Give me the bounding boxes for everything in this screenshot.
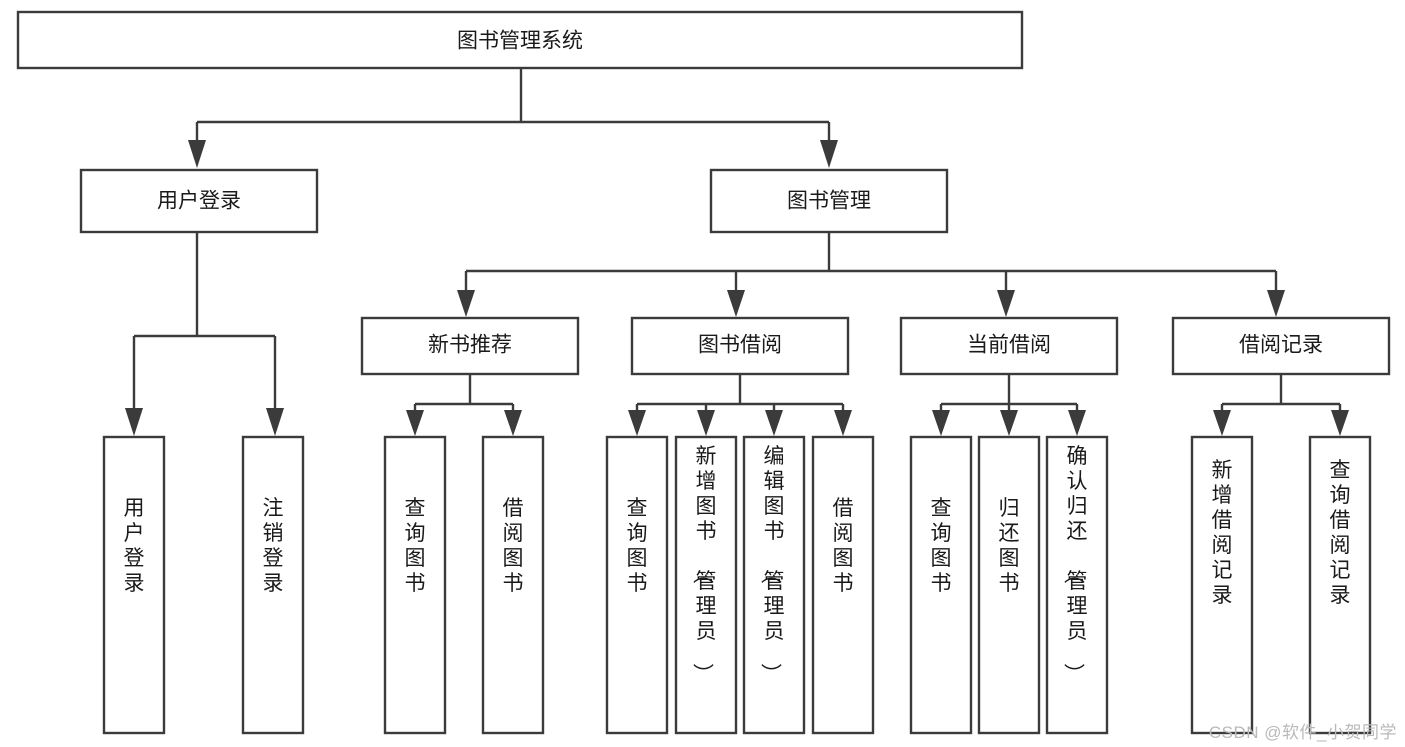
node-leaf-return-book-box[interactable] xyxy=(977,435,1041,735)
node-leaf-borrow-book-1-label: 借阅图书 xyxy=(503,497,524,595)
arrow-head-book-management xyxy=(820,140,838,168)
node-root[interactable]: 图书管理系统 xyxy=(16,10,1024,70)
node-current-borrow[interactable]: 当前借阅 xyxy=(899,316,1119,376)
node-leaf-query-book-2[interactable]: 查询图书 xyxy=(605,435,669,735)
arrow-head-user-login xyxy=(188,140,206,168)
connector-group-book-management xyxy=(457,232,1285,317)
node-leaf-edit-book-box[interactable] xyxy=(742,435,806,735)
node-leaf-confirm-return[interactable]: 确认归还（管理员） xyxy=(1045,435,1109,735)
node-leaf-add-book-box[interactable] xyxy=(674,435,738,735)
node-leaf-query-book-1-box[interactable] xyxy=(383,435,447,735)
node-user-login[interactable]: 用户登录 xyxy=(79,168,319,234)
node-leaf-user-login-box[interactable] xyxy=(102,435,166,735)
connector-group-user-login xyxy=(125,232,284,436)
node-leaf-add-record[interactable]: 新增借阅记录 xyxy=(1190,435,1254,735)
node-leaf-add-book-label: 新增图书（管理员） xyxy=(691,445,717,684)
node-new-book-recommend[interactable]: 新书推荐 xyxy=(360,316,580,376)
node-user-login-label: 用户登录 xyxy=(157,190,241,213)
node-new-book-recommend-label: 新书推荐 xyxy=(428,334,512,357)
arrow-head-leaf-confirm-return xyxy=(1068,410,1086,436)
node-leaf-borrow-book-2-label: 借阅图书 xyxy=(833,497,854,595)
node-leaf-add-record-box[interactable] xyxy=(1190,435,1254,735)
node-book-management-label: 图书管理 xyxy=(787,190,871,213)
arrow-head-new-book-recommend xyxy=(457,290,475,317)
arrow-head-book-borrow xyxy=(727,290,745,317)
node-user-login-box[interactable] xyxy=(79,168,319,234)
node-leaf-query-book-2-box[interactable] xyxy=(605,435,669,735)
node-leaf-query-book-1-label: 查询图书 xyxy=(405,497,426,595)
node-book-borrow-box[interactable] xyxy=(630,316,850,376)
arrow-head-leaf-user-login xyxy=(125,408,143,436)
arrow-head-leaf-return-book xyxy=(1000,410,1018,436)
node-borrow-record[interactable]: 借阅记录 xyxy=(1171,316,1391,376)
node-leaf-query-record-box[interactable] xyxy=(1308,435,1372,735)
connector-group-root xyxy=(188,68,838,168)
node-leaf-confirm-return-box[interactable] xyxy=(1045,435,1109,735)
node-leaf-query-book-3[interactable]: 查询图书 xyxy=(909,435,973,735)
node-leaf-borrow-book-1[interactable]: 借阅图书 xyxy=(481,435,545,735)
node-leaf-edit-book[interactable]: 编辑图书（管理员） xyxy=(742,435,806,735)
connector-group-current-borrow xyxy=(932,374,1086,436)
node-new-book-recommend-box[interactable] xyxy=(360,316,580,376)
arrow-head-leaf-borrow-book-1 xyxy=(504,410,522,436)
node-root-box[interactable] xyxy=(16,10,1024,70)
node-leaf-user-login-label: 用户登录 xyxy=(124,497,145,595)
node-root-label: 图书管理系统 xyxy=(457,30,583,53)
node-book-borrow[interactable]: 图书借阅 xyxy=(630,316,850,376)
node-borrow-record-box[interactable] xyxy=(1171,316,1391,376)
node-leaf-user-login[interactable]: 用户登录 xyxy=(102,435,166,735)
csdn-watermark: CSDN @软件_小贺同学 xyxy=(1208,723,1397,742)
node-leaf-user-logout[interactable]: 注销登录 xyxy=(241,435,305,735)
node-leaf-query-book-3-label: 查询图书 xyxy=(931,497,952,595)
node-leaf-add-record-label: 新增借阅记录 xyxy=(1212,459,1233,607)
arrow-head-leaf-query-record xyxy=(1331,410,1349,436)
node-book-management[interactable]: 图书管理 xyxy=(709,168,949,234)
arrow-head-leaf-add-book xyxy=(697,410,715,436)
node-leaf-query-book-2-label: 查询图书 xyxy=(627,497,648,595)
node-leaf-return-book[interactable]: 归还图书 xyxy=(977,435,1041,735)
node-leaf-query-record[interactable]: 查询借阅记录 xyxy=(1308,435,1372,735)
node-book-management-box[interactable] xyxy=(709,168,949,234)
connector-group-new-book-recommend xyxy=(406,374,522,436)
connector-group-borrow-record xyxy=(1213,374,1349,436)
connector-group-book-borrow xyxy=(628,374,852,436)
arrow-head-leaf-query-book-2 xyxy=(628,410,646,436)
arrow-head-leaf-query-book-1 xyxy=(406,410,424,436)
arrow-head-leaf-borrow-book-2 xyxy=(834,410,852,436)
arrow-head-current-borrow xyxy=(997,290,1015,317)
node-leaf-add-book[interactable]: 新增图书（管理员） xyxy=(674,435,738,735)
node-leaf-user-logout-box[interactable] xyxy=(241,435,305,735)
node-leaf-query-book-1[interactable]: 查询图书 xyxy=(383,435,447,735)
node-leaf-edit-book-label: 编辑图书（管理员） xyxy=(759,445,785,684)
node-borrow-record-label: 借阅记录 xyxy=(1239,334,1323,357)
node-book-borrow-label: 图书借阅 xyxy=(698,334,782,357)
node-leaf-user-logout-label: 注销登录 xyxy=(263,497,284,595)
arrow-head-leaf-user-logout xyxy=(266,408,284,436)
node-leaf-borrow-book-1-box[interactable] xyxy=(481,435,545,735)
node-current-borrow-box[interactable] xyxy=(899,316,1119,376)
arrow-head-leaf-edit-book xyxy=(765,410,783,436)
arrow-head-borrow-record xyxy=(1267,290,1285,317)
arrow-head-leaf-query-book-3 xyxy=(932,410,950,436)
node-leaf-borrow-book-2[interactable]: 借阅图书 xyxy=(811,435,875,735)
node-leaf-return-book-label: 归还图书 xyxy=(999,497,1020,595)
node-leaf-query-book-3-box[interactable] xyxy=(909,435,973,735)
arrow-head-leaf-add-record xyxy=(1213,410,1231,436)
node-leaf-confirm-return-label: 确认归还（管理员） xyxy=(1062,445,1088,684)
node-leaf-query-record-label: 查询借阅记录 xyxy=(1330,459,1351,607)
node-current-borrow-label: 当前借阅 xyxy=(967,334,1051,357)
node-leaf-borrow-book-2-box[interactable] xyxy=(811,435,875,735)
